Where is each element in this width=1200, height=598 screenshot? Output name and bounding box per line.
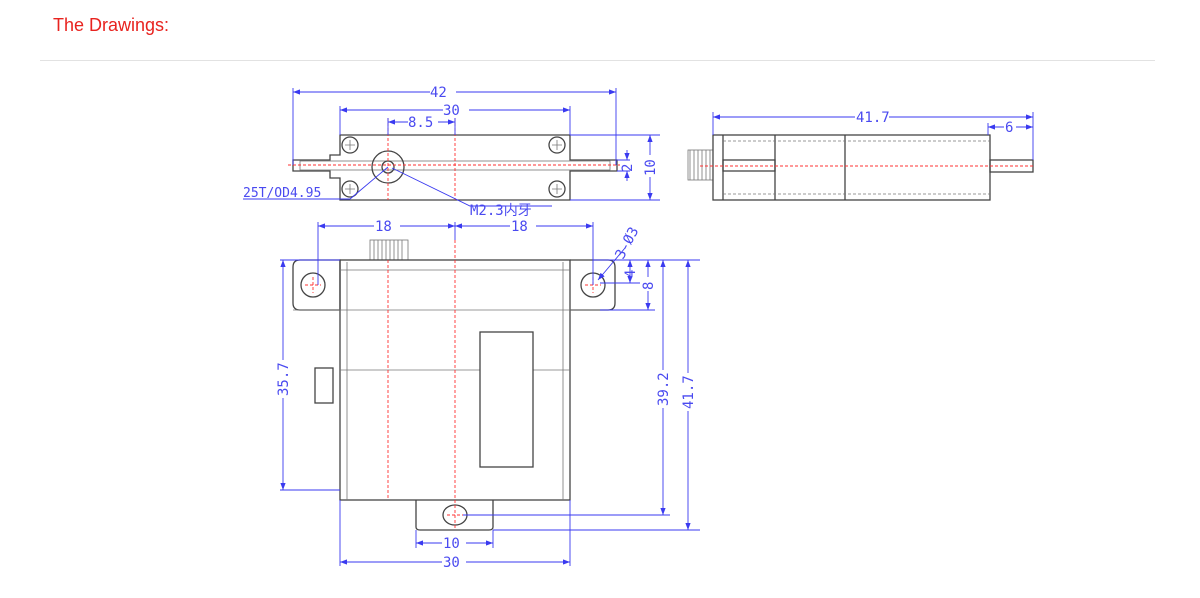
dim-35-7: 35.7 bbox=[276, 362, 292, 396]
dim-18-left: 18 bbox=[375, 219, 392, 235]
section-heading: The Drawings: bbox=[53, 15, 170, 35]
dim-6: 6 bbox=[1005, 120, 1013, 136]
dim-41-7-front: 41.7 bbox=[681, 375, 697, 409]
dim-41-7-side: 41.7 bbox=[856, 110, 890, 126]
mount-hole bbox=[300, 272, 326, 298]
screw-icon bbox=[341, 136, 566, 198]
dim-4: 4 bbox=[623, 270, 639, 278]
dim-2: 2 bbox=[620, 164, 636, 172]
label-thread: M2.3内牙 bbox=[470, 203, 532, 219]
dim-39-2: 39.2 bbox=[656, 372, 672, 406]
connector bbox=[314, 367, 334, 404]
dim-10-horizontal: 10 bbox=[443, 536, 460, 552]
label-holes: 3-Ø3 bbox=[612, 225, 642, 262]
side-view: 41.7 6 bbox=[687, 109, 1035, 201]
dim-42: 42 bbox=[430, 85, 447, 101]
label-spline: 25T/OD4.95 bbox=[243, 186, 321, 201]
divider bbox=[40, 60, 1155, 61]
dim-10-vertical: 10 bbox=[643, 159, 659, 176]
dim-8: 8 bbox=[641, 282, 657, 290]
dim-30-bottom: 30 bbox=[443, 555, 460, 571]
spline-icon bbox=[687, 149, 714, 181]
dim-30-top: 30 bbox=[443, 103, 460, 119]
front-view: 18 18 3-Ø3 35.7 39.2 41.7 4 8 10 30 bbox=[276, 218, 700, 571]
top-view: 42 30 8.5 2 10 25T/OD4.95 M2.3内牙 bbox=[243, 84, 660, 219]
dim-8-5: 8.5 bbox=[408, 115, 433, 131]
dim-18-right: 18 bbox=[511, 219, 528, 235]
